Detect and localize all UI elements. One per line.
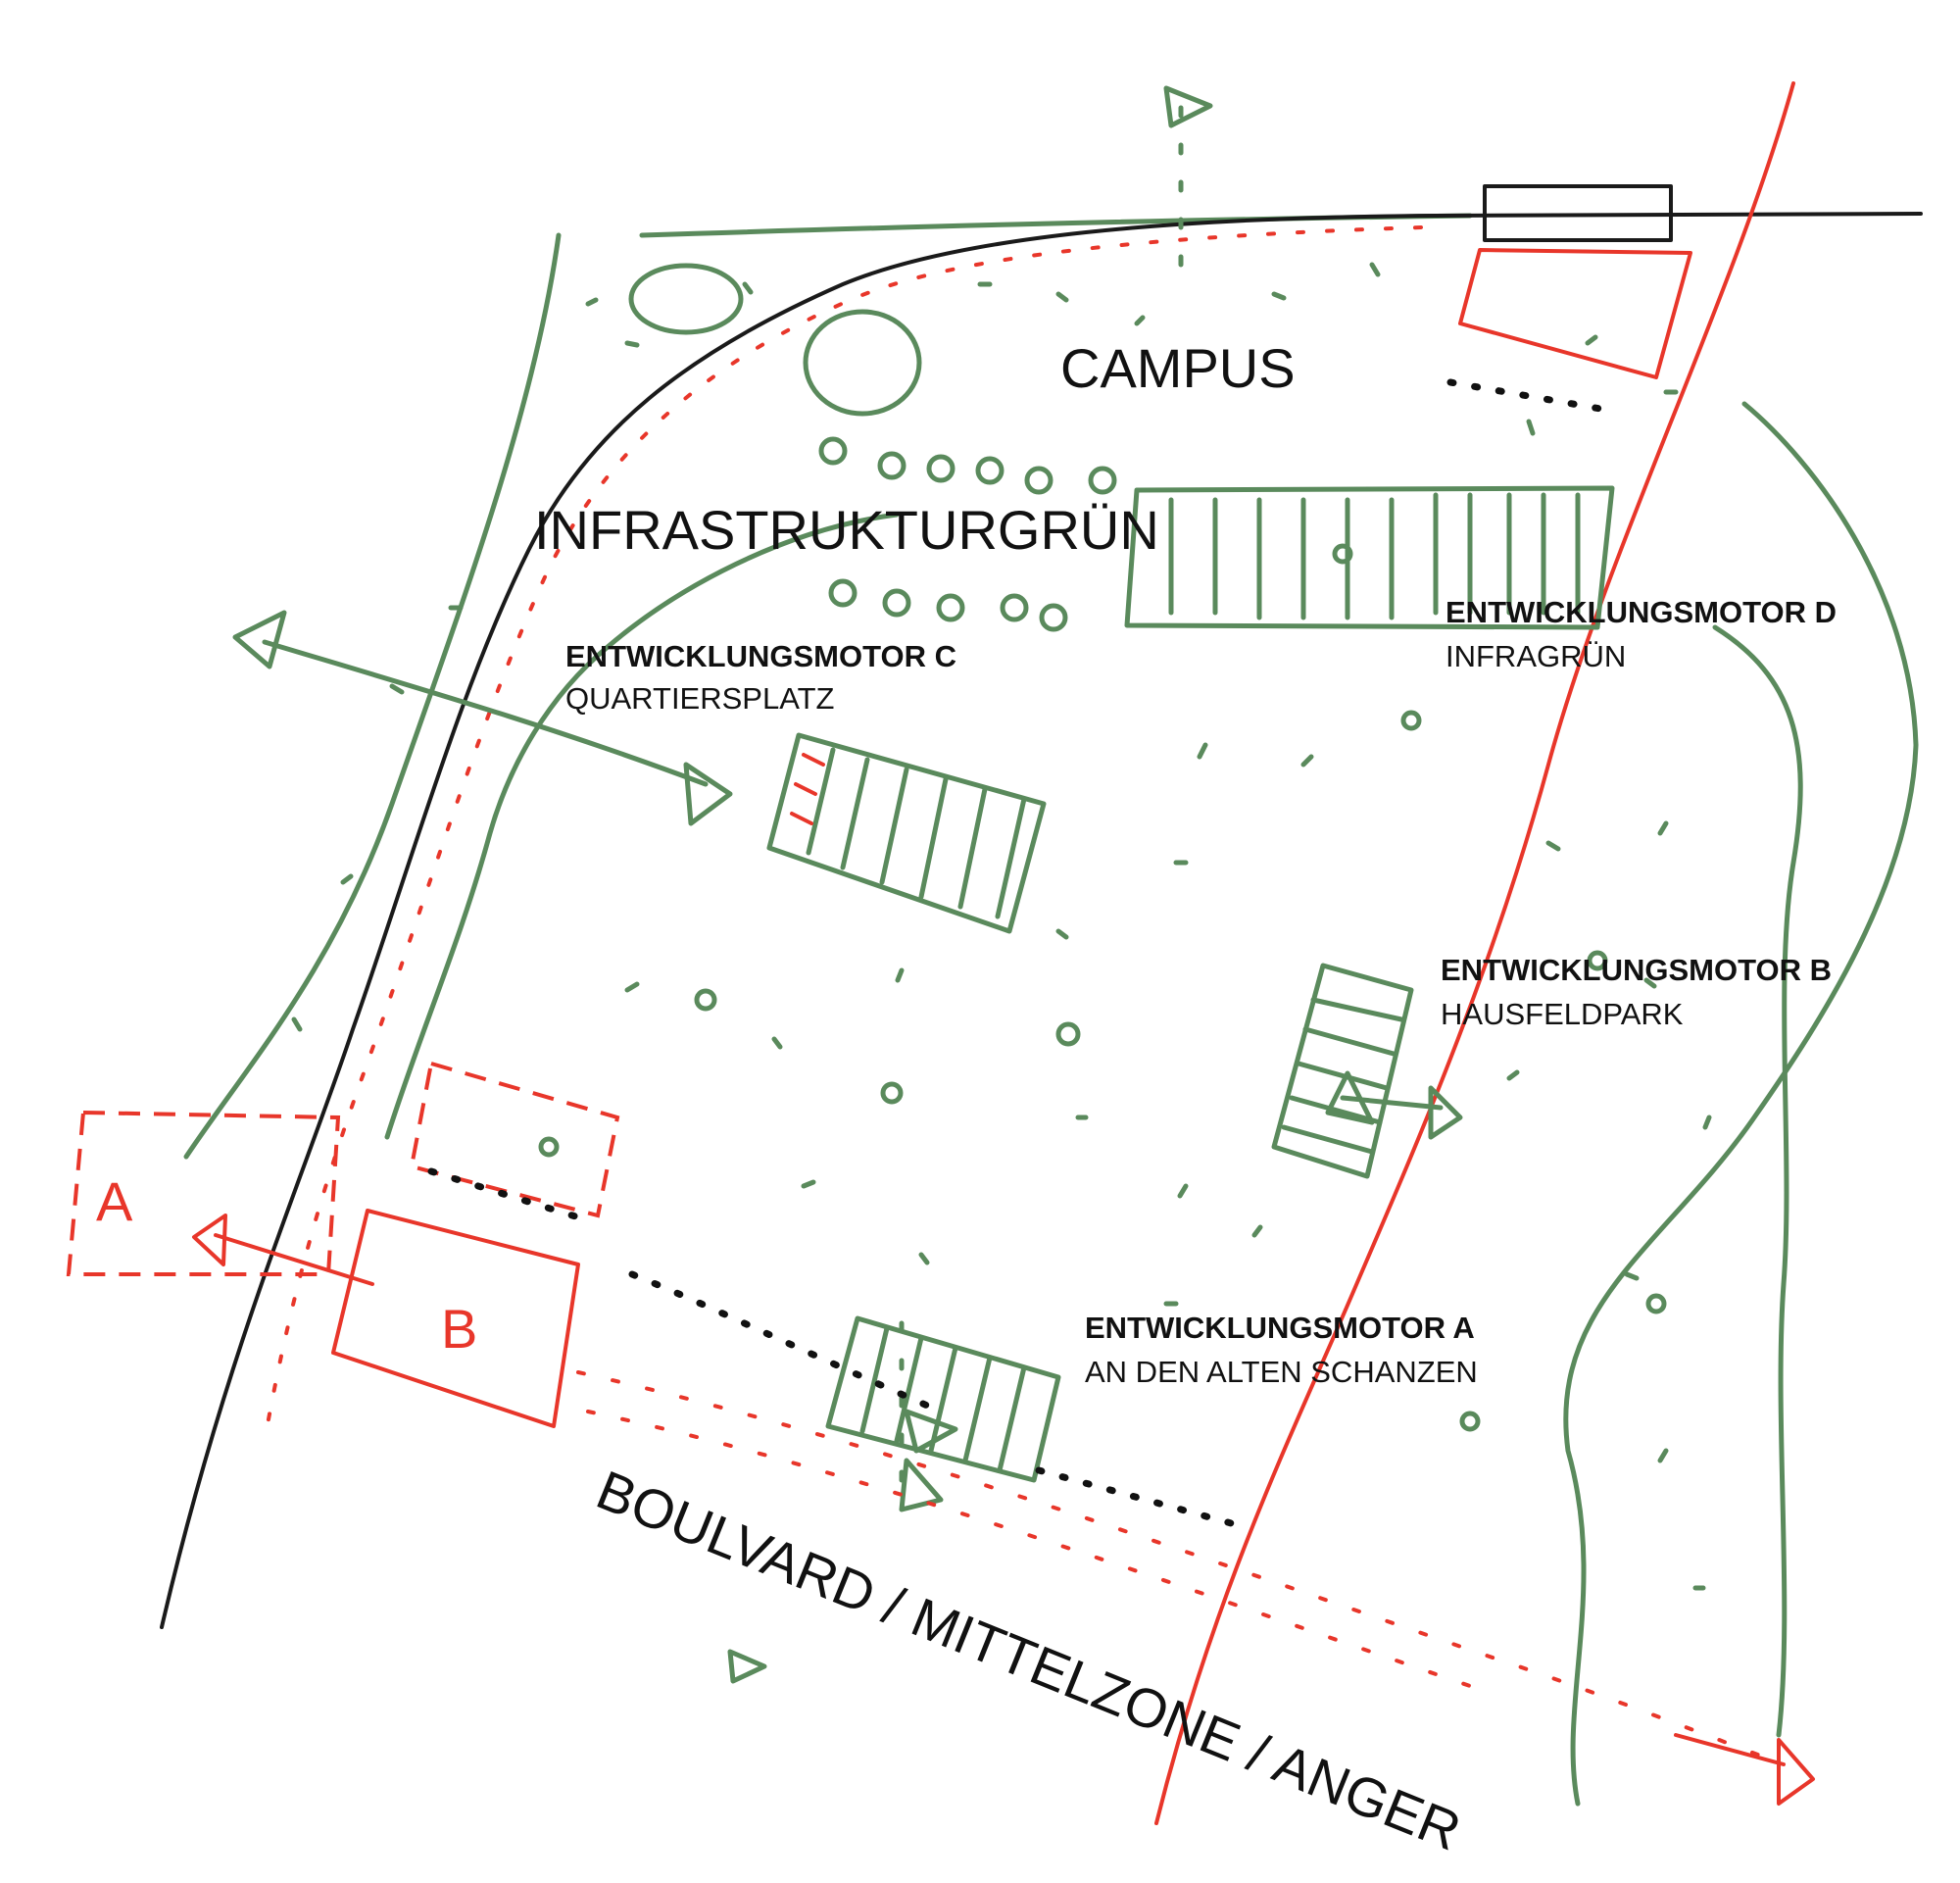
plot-b-dashed-box xyxy=(409,1061,620,1218)
arrow-north xyxy=(1163,85,1213,297)
motor-a-title: ENTWICKLUNGSMOTOR A xyxy=(1085,1311,1475,1345)
scattered-green-marks xyxy=(291,262,1712,1591)
motor-d-subtitle: INFRAGRÜN xyxy=(1446,639,1626,673)
motor-b-subtitle: HAUSFELDPARK xyxy=(1441,997,1684,1031)
boulevard-red-hatching-2 xyxy=(586,1410,1472,1688)
west-green-edge xyxy=(183,232,562,1160)
arrow-west-to-c xyxy=(232,610,733,826)
dotted-line-b xyxy=(427,1167,592,1224)
dotted-line-boulevard xyxy=(1035,1466,1239,1528)
motor-c-subtitle: QUARTIERSPLATZ xyxy=(565,681,834,716)
rail-line-east xyxy=(1434,212,1923,218)
motor-d-title: ENTWICKLUNGSMOTOR D xyxy=(1446,595,1837,629)
plot-ab-arrow xyxy=(214,1233,374,1286)
plot-ab-arrow-head xyxy=(192,1214,227,1266)
plot-b-box xyxy=(331,1209,580,1428)
dotted-line-d xyxy=(1446,378,1621,416)
rail-line xyxy=(160,214,1438,1629)
station-box xyxy=(1483,184,1673,242)
infrastrukturgruen-label: INFRASTRUKTURGRÜN xyxy=(534,499,1159,561)
boulevard-label: BOULVARD / MITTELZONE / ANGER xyxy=(589,1459,1470,1862)
motor-c-title: ENTWICKLUNGSMOTOR C xyxy=(565,639,956,673)
tree-row-upper xyxy=(818,436,1117,495)
pond-1 xyxy=(628,263,744,335)
ne-red-block xyxy=(1458,248,1692,379)
motor-c-building xyxy=(766,732,1047,934)
east-inner-green-edge xyxy=(1712,624,1803,1738)
east-red-road xyxy=(1154,81,1795,1825)
plot-b-label: B xyxy=(441,1298,477,1360)
arrow-b-east xyxy=(1325,1070,1463,1140)
east-green-edge xyxy=(1563,401,1919,1807)
infra-green-strip xyxy=(384,512,900,1140)
motor-a-building xyxy=(825,1315,1061,1483)
arrow-south xyxy=(727,1320,958,1684)
dotted-line-a xyxy=(628,1270,945,1415)
arrow-se-end xyxy=(1674,1733,1815,1806)
motor-a-subtitle: AN DEN ALTEN SCHANZEN xyxy=(1085,1355,1478,1389)
campus-label: CAMPUS xyxy=(1060,337,1296,399)
motor-b-building xyxy=(1271,963,1414,1179)
motor-b-title: ENTWICKLUNGSMOTOR B xyxy=(1441,953,1832,987)
plot-a-label: A xyxy=(96,1170,133,1232)
pond-2 xyxy=(803,309,922,417)
tree-row-lower xyxy=(828,578,1068,632)
plot-a-box xyxy=(66,1110,341,1276)
